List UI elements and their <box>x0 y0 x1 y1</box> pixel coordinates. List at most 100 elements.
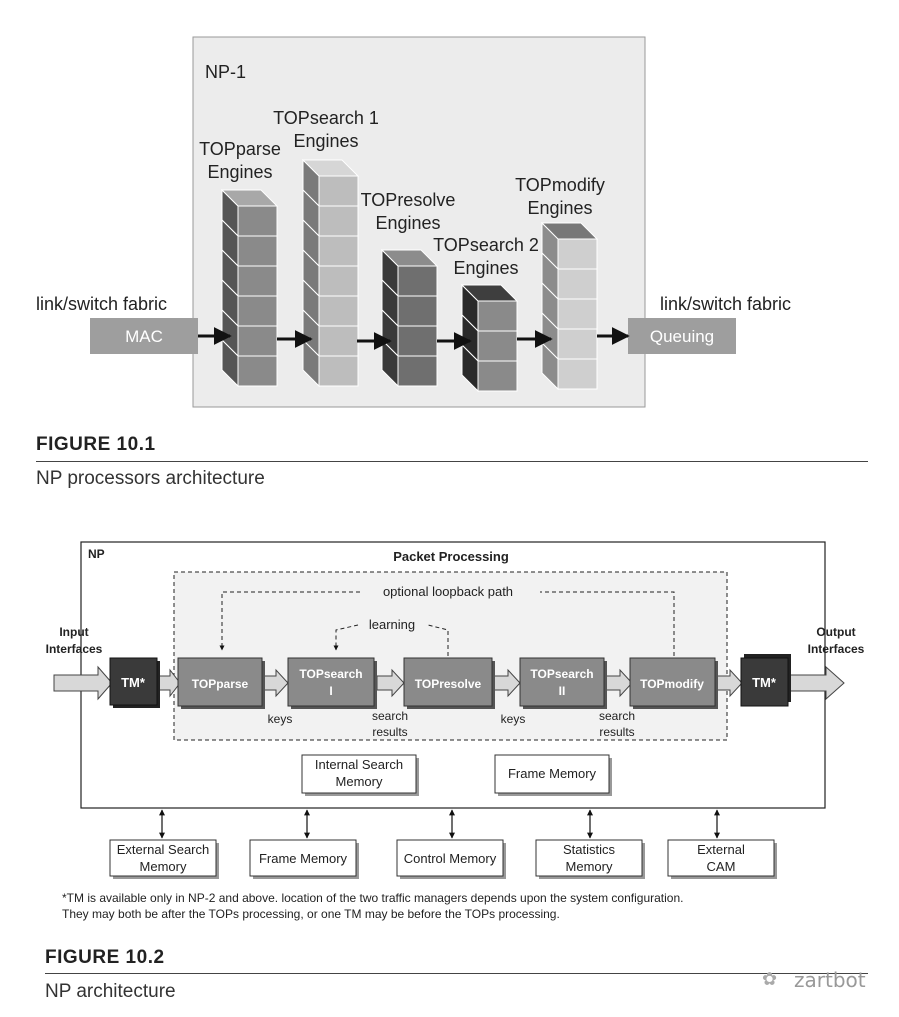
tm-right-label: TM* <box>752 675 777 690</box>
top-block-search1-label-l1: TOPsearch <box>299 667 362 681</box>
input-interfaces-l1: Input <box>59 625 88 639</box>
engine-cube-top <box>460 284 519 302</box>
engine-cube-front <box>557 268 598 300</box>
ext-stats-mem-l1: Statistics <box>563 842 616 857</box>
top-block-modify-label: TOPmodify <box>640 677 704 691</box>
frame-memory-inner-label: Frame Memory <box>508 766 597 781</box>
fig1-flow-arrows <box>198 327 630 350</box>
figure-10-2-title: FIGURE 10.2 <box>45 947 165 968</box>
queuing-label: Queuing <box>650 327 714 346</box>
np-label: NP <box>88 547 105 561</box>
top-block-parse <box>177 657 263 707</box>
stage-label-3-line2: Engines <box>375 213 440 233</box>
engine-cube-top <box>540 222 599 240</box>
arrow-input-tm <box>53 665 113 701</box>
top-block-resolve <box>403 657 493 707</box>
engine-cube-front <box>318 355 359 387</box>
figure-10-2-caption: NP architecture <box>45 981 176 1002</box>
wechat-icon: ✿ <box>762 969 778 990</box>
engine-cube-front <box>397 355 438 387</box>
left-fabric-label: link/switch fabric <box>36 294 167 314</box>
stage-label-2-line2: Engines <box>293 131 358 151</box>
engine-cube-front <box>557 328 598 360</box>
internal-search-memory-l1: Internal Search <box>315 757 403 772</box>
arrow-search1-resolve <box>376 668 405 698</box>
stage-label-1-line2: Engines <box>207 162 272 182</box>
engine-stacks <box>220 158 599 393</box>
ext-cam-l2: CAM <box>707 859 736 874</box>
tm-left-block <box>109 657 158 706</box>
engine-cube-front <box>237 235 278 267</box>
packet-processing-label: Packet Processing <box>393 549 509 564</box>
stage-label-5-line2: Engines <box>527 198 592 218</box>
engine-cube-front <box>397 325 438 357</box>
ext-cam-l1: External <box>697 842 745 857</box>
tm-note-line2: They may both be after the TOPs processi… <box>62 907 560 921</box>
engine-cube-front <box>557 358 598 390</box>
input-interfaces-l2: Interfaces <box>46 642 103 656</box>
engine-cube-front <box>318 205 359 237</box>
ext-search-mem-box <box>109 839 217 877</box>
engine-cube-front <box>477 360 518 392</box>
arrow-search2-modify <box>605 668 633 698</box>
engine-cube-side <box>381 338 399 388</box>
engine-cube-front <box>477 330 518 362</box>
ext-frame-mem-box <box>249 839 357 877</box>
learning-path <box>336 624 449 656</box>
tm-note-line1: *TM is available only in NP-2 and above.… <box>62 891 683 905</box>
engine-cube-front <box>237 265 278 297</box>
fig2-flow-arrows <box>53 665 845 701</box>
engine-cube-front <box>237 355 278 387</box>
ext-search-mem-l2: Memory <box>140 859 187 874</box>
top-block-search2-label-l1: TOPsearch <box>530 667 593 681</box>
ext-stats-mem-box <box>535 839 643 877</box>
ext-cam-box <box>667 839 775 877</box>
arrow-resolve-search2 <box>493 668 521 698</box>
keys-label-2: keys <box>501 712 526 726</box>
search-results-2-l1: search <box>599 709 635 723</box>
engine-cube-front <box>477 300 518 332</box>
right-fabric-label: link/switch fabric <box>660 294 791 314</box>
stage-label-1-line1: TOPparse <box>199 139 281 159</box>
top-block-parse-label: TOPparse <box>192 677 249 691</box>
engine-cube-top <box>220 189 279 207</box>
stage-label-4-line1: TOPsearch 2 <box>433 235 539 255</box>
arrow-tm-output <box>787 665 845 701</box>
queuing-block <box>628 318 736 354</box>
engine-cube-front <box>318 295 359 327</box>
mac-block <box>90 318 198 354</box>
output-interfaces-l1: Output <box>816 625 855 639</box>
top-block-search1 <box>287 657 375 707</box>
stage-label-2-line1: TOPsearch 1 <box>273 108 379 128</box>
figure-10-1-rule <box>36 461 868 462</box>
tm-right-block <box>740 657 789 707</box>
figure-10-2-rule <box>45 973 868 974</box>
search-results-1-l1: search <box>372 709 408 723</box>
engine-cube-front <box>318 265 359 297</box>
stage-label-3-line1: TOPresolve <box>361 190 456 210</box>
mac-label: MAC <box>125 327 163 346</box>
stage-label-4-line2: Engines <box>453 258 518 278</box>
engine-cube-front <box>397 295 438 327</box>
engine-cube-front <box>318 235 359 267</box>
top-block-resolve-label: TOPresolve <box>415 677 482 691</box>
ext-frame-mem-label: Frame Memory <box>259 851 348 866</box>
engine-cube-front <box>318 175 359 207</box>
figure-10-1-title: FIGURE 10.1 <box>36 434 156 455</box>
loopback-label: optional loopback path <box>383 584 513 599</box>
figure-10-1-caption: NP processors architecture <box>36 468 265 489</box>
engine-cube-front <box>557 298 598 330</box>
engine-cube-side <box>541 341 559 391</box>
external-memories <box>109 839 777 879</box>
np1-label: NP-1 <box>205 62 246 82</box>
internal-search-memory-box <box>301 754 417 794</box>
ext-control-mem-label: Control Memory <box>404 851 497 866</box>
engine-cube-front <box>397 265 438 297</box>
search-results-1-l2: results <box>372 725 407 739</box>
learning-label: learning <box>369 617 415 632</box>
packet-processing-box <box>173 571 728 741</box>
keys-label-1: keys <box>268 712 293 726</box>
engine-cube-front <box>237 325 278 357</box>
engine-cube-side <box>221 338 239 388</box>
internal-search-memory-l2: Memory <box>336 774 383 789</box>
